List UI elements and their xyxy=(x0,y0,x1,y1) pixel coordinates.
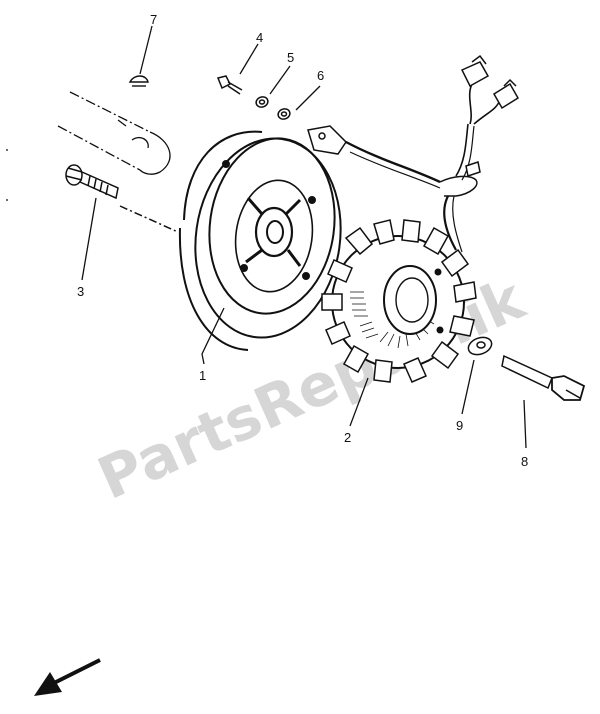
crankshaft-end xyxy=(6,91,171,201)
callout-9: 9 xyxy=(456,418,463,433)
callout-7: 7 xyxy=(150,12,157,27)
wire-harness xyxy=(307,54,520,253)
callout-1: 1 xyxy=(199,368,206,383)
rotor-bolt xyxy=(65,164,179,233)
screw-and-washers xyxy=(216,75,291,120)
callout-8: 8 xyxy=(521,454,528,469)
stator-coil xyxy=(321,219,477,383)
callout-4: 4 xyxy=(256,30,263,45)
stator-poles xyxy=(321,219,477,383)
callout-3: 3 xyxy=(77,284,84,299)
leader-lines xyxy=(81,25,527,449)
woodruff-key xyxy=(128,75,149,87)
direction-arrow-icon xyxy=(34,658,101,696)
stator-bolt-and-washer xyxy=(467,336,586,401)
callout-2: 2 xyxy=(344,430,351,445)
callout-6: 6 xyxy=(317,68,324,83)
callout-5: 5 xyxy=(287,50,294,65)
flywheel-rotor xyxy=(178,130,342,351)
